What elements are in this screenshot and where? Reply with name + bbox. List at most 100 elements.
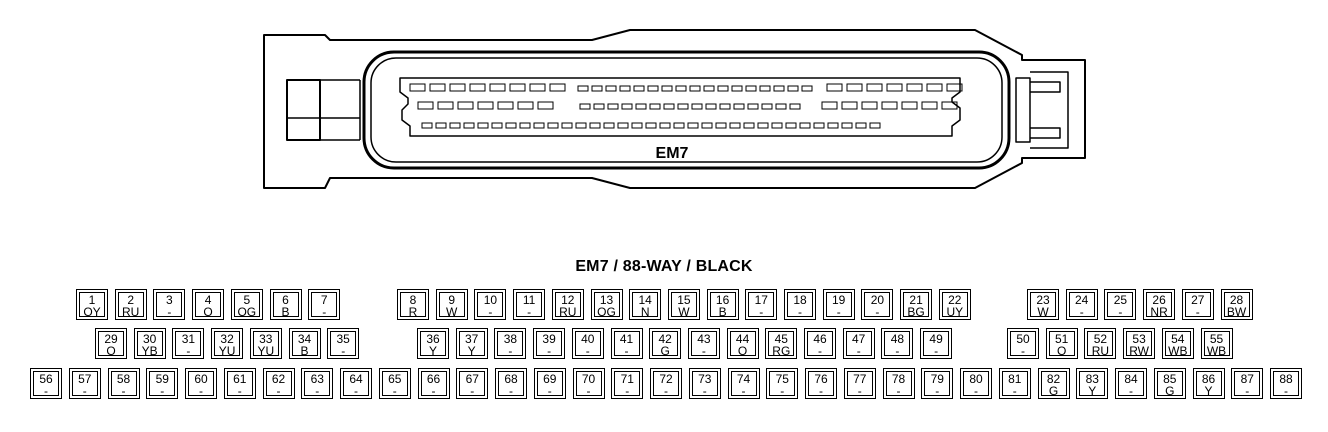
pin-wire-color: N xyxy=(640,305,650,319)
pin-number: 82 xyxy=(1046,372,1061,386)
pin-wire-color: - xyxy=(1129,384,1133,398)
pin-67: 67- xyxy=(456,368,489,399)
pin-wire-color: Y xyxy=(1088,384,1097,398)
pin-number: 7 xyxy=(320,293,328,307)
pin-number: 3 xyxy=(166,293,173,307)
pin-number: 70 xyxy=(581,372,596,386)
pin-cavity xyxy=(603,122,615,129)
pin-number: 79 xyxy=(930,372,944,386)
pin-cavity xyxy=(549,83,566,92)
pin-number: 76 xyxy=(814,372,828,386)
pin-wire-color: - xyxy=(547,344,552,358)
pin-cavity xyxy=(881,101,898,110)
pin-cavity xyxy=(731,85,743,92)
pin-wire-color: W xyxy=(1037,305,1049,319)
pin-wire-color: - xyxy=(1118,305,1123,319)
pin-wire-color: - xyxy=(819,384,823,398)
pin-cavity xyxy=(789,103,801,110)
pin-cavity xyxy=(647,85,659,92)
pin-number: 60 xyxy=(194,372,208,386)
pin-cavity xyxy=(747,103,759,110)
pin-number: 26 xyxy=(1152,293,1166,307)
pin-number: 8 xyxy=(409,293,417,307)
pin-wire-color: BW xyxy=(1226,305,1247,319)
pin-cavity xyxy=(437,101,454,110)
pin-74: 74- xyxy=(727,368,760,399)
pin-wire-color: - xyxy=(509,384,513,398)
pin-number: 16 xyxy=(715,293,730,307)
pin-cavity xyxy=(719,103,731,110)
pin-cavity xyxy=(703,85,715,92)
pin-wire-color: RW xyxy=(1129,344,1149,358)
pin-wire-color: - xyxy=(1245,384,1250,398)
pin-wire-color: - xyxy=(470,384,475,398)
pin-cavity xyxy=(429,83,446,92)
pin-wire-color: - xyxy=(896,384,901,398)
pin-wire-color: YU xyxy=(257,344,275,358)
pin-wire-color: - xyxy=(664,384,668,398)
pin-number: 4 xyxy=(204,293,212,307)
pin-number: 9 xyxy=(448,293,456,307)
pin-cavity xyxy=(575,122,587,129)
pin-number: 30 xyxy=(143,332,157,346)
pin-cavity xyxy=(619,85,631,92)
pin-11: 11- xyxy=(513,289,546,320)
pin-number: 68 xyxy=(504,372,518,386)
pin-cavity xyxy=(607,103,619,110)
pin-cavity xyxy=(743,122,755,129)
pin-69: 69- xyxy=(533,368,566,399)
pin-wire-color: - xyxy=(1195,305,1200,319)
pin-wire-color: YU xyxy=(218,344,236,358)
pin-wire-color: - xyxy=(167,305,172,319)
pin-wire-color: - xyxy=(818,344,822,358)
pin-wire-color: - xyxy=(431,384,436,398)
pin-wire-color: G xyxy=(660,344,670,358)
pin-38: 38- xyxy=(494,328,527,359)
pin-cavity xyxy=(489,83,506,92)
connector-face-label: EM7 xyxy=(656,145,689,162)
pin-46: 46- xyxy=(804,328,836,359)
connector-latch-left xyxy=(286,79,321,141)
connector-title: EM7 / 88-WAY / BLACK xyxy=(575,258,753,275)
pin-number: 67 xyxy=(465,372,479,386)
pin-number: 17 xyxy=(754,293,768,307)
pin-wire-color: O xyxy=(737,344,748,358)
pin-wire-color: - xyxy=(237,384,242,398)
pin-cavity xyxy=(617,122,629,129)
pin-cavity xyxy=(449,122,461,129)
pin-number: 51 xyxy=(1055,332,1069,346)
pin-cavity xyxy=(901,101,918,110)
pin-20: 20- xyxy=(861,289,894,320)
pin-wire-color: - xyxy=(354,384,358,398)
pin-wire-color: - xyxy=(798,305,802,319)
pin-number: 42 xyxy=(658,332,672,346)
pin-number: 36 xyxy=(426,332,440,346)
pin-cavity xyxy=(866,83,883,92)
pin-cavity xyxy=(561,122,573,129)
pin-wire-color: - xyxy=(935,384,940,398)
pin-wire-color: WB xyxy=(1206,344,1227,358)
pin-cavity xyxy=(635,103,647,110)
pin-number: 19 xyxy=(832,293,846,307)
pin-number: 6 xyxy=(282,293,289,307)
pin-65: 65- xyxy=(378,368,411,399)
pin-number: 88 xyxy=(1279,372,1293,386)
pin-cavity xyxy=(589,122,601,129)
pin-cavity xyxy=(926,83,943,92)
pin-cavity xyxy=(787,85,799,92)
connector-latch-right xyxy=(1015,77,1031,143)
pin-cavity xyxy=(463,122,475,129)
pin-wire-color: - xyxy=(44,384,48,398)
pin-wire-color: BG xyxy=(907,305,925,319)
pin-cavity xyxy=(417,101,434,110)
